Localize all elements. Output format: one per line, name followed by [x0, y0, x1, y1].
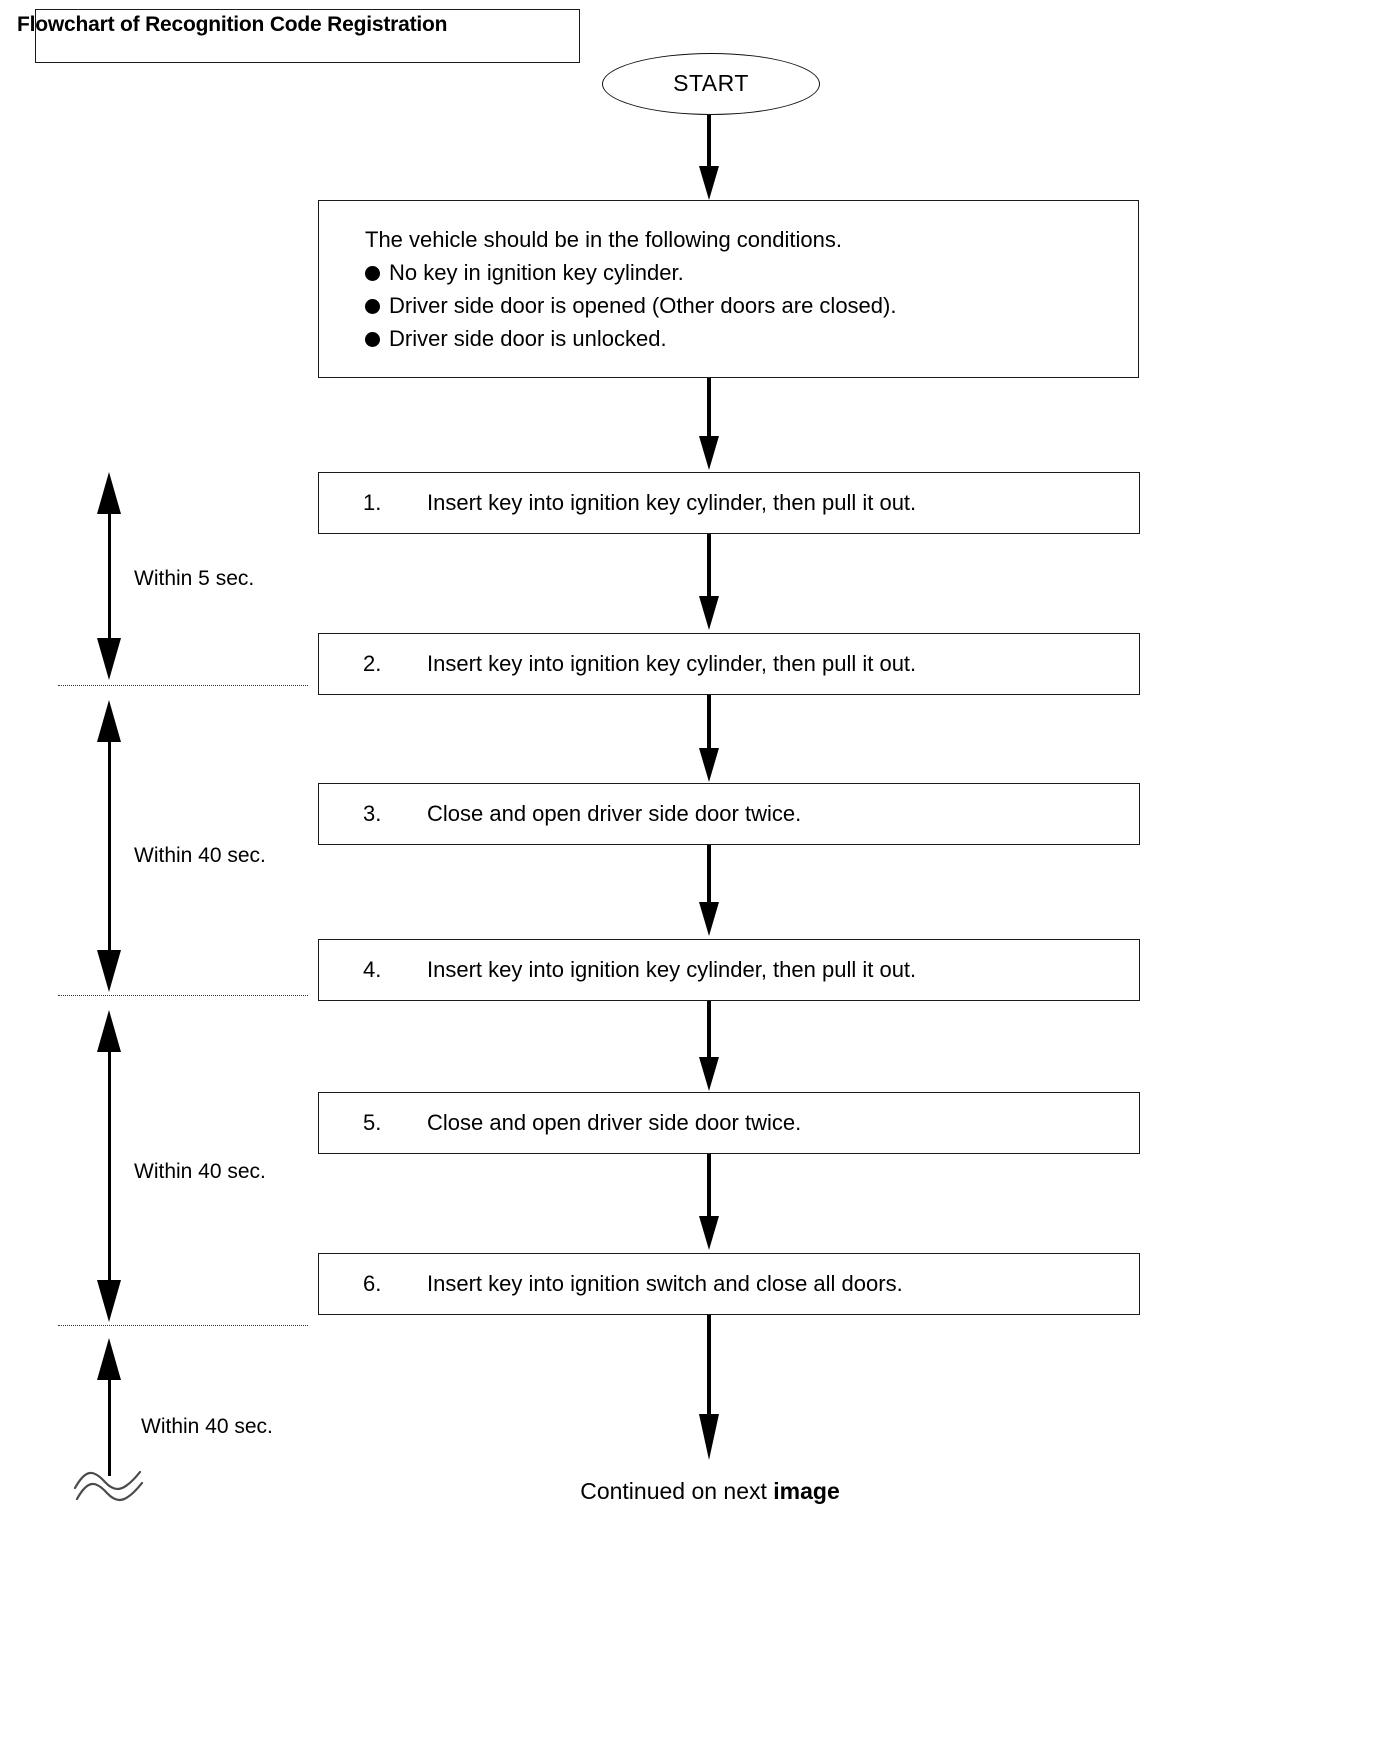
- timing-separator-2: [58, 995, 308, 996]
- timing-label-4: Within 40 sec.: [141, 1415, 273, 1438]
- step-4-text: Insert key into ignition key cylinder, t…: [427, 957, 917, 982]
- condition-item-3: Driver side door is unlocked.: [365, 322, 896, 355]
- condition-item-1: No key in ignition key cylinder.: [365, 256, 896, 289]
- step-box-2: 2. Insert key into ignition key cylinder…: [318, 633, 1140, 695]
- title-box: [35, 9, 580, 63]
- timing-arrow-up-2: [97, 700, 121, 742]
- start-terminator-label: START: [673, 70, 749, 96]
- timing-label-1: Within 5 sec.: [134, 567, 255, 590]
- bullet-dot-icon: [365, 266, 380, 281]
- timing-label-3: Within 40 sec.: [134, 1160, 266, 1183]
- condition-item-2: Driver side door is opened (Other doors …: [365, 289, 896, 322]
- conditions-heading: The vehicle should be in the following c…: [365, 227, 842, 252]
- bullet-dot-icon: [365, 332, 380, 347]
- timing-separator-3: [58, 1325, 308, 1326]
- timing-rail-segment-4: [108, 1376, 111, 1476]
- condition-item-2-label: Driver side door is opened (Other doors …: [389, 293, 897, 318]
- condition-item-1-label: No key in ignition key cylinder.: [389, 260, 684, 285]
- step-1-text: Insert key into ignition key cylinder, t…: [427, 490, 917, 515]
- timing-arrow-up-3: [97, 1010, 121, 1052]
- timing-arrow-up-1: [97, 472, 121, 514]
- continued-emphasis: image: [773, 1478, 840, 1504]
- timing-rail-segment-3: [108, 1048, 111, 1280]
- step-box-5: 5. Close and open driver side door twice…: [318, 1092, 1140, 1154]
- step-6-text: Insert key into ignition switch and clos…: [427, 1271, 903, 1296]
- break-squiggle-icon: [73, 1470, 144, 1502]
- timing-rail-segment-2: [108, 738, 111, 950]
- timing-arrow-down-1: [97, 638, 121, 680]
- step-6-number: 6.: [363, 1271, 382, 1296]
- start-terminator-shape: [602, 53, 820, 115]
- step-3-text: Close and open driver side door twice.: [427, 801, 802, 826]
- timing-rail-segment-1: [108, 510, 111, 638]
- bullet-dot-icon: [365, 299, 380, 314]
- step-5-number: 5.: [363, 1110, 382, 1135]
- step-1-number: 1.: [363, 490, 382, 515]
- timing-arrow-up-4: [97, 1338, 121, 1380]
- timing-arrow-down-3: [97, 1280, 121, 1322]
- step-5-text: Close and open driver side door twice.: [427, 1110, 802, 1135]
- timing-separator-1: [58, 685, 308, 686]
- timing-label-2: Within 40 sec.: [134, 844, 266, 867]
- step-box-6: 6. Insert key into ignition switch and c…: [318, 1253, 1140, 1315]
- step-2-number: 2.: [363, 651, 382, 676]
- step-3-number: 3.: [363, 801, 382, 826]
- condition-item-3-label: Driver side door is unlocked.: [389, 326, 667, 351]
- step-box-1: 1. Insert key into ignition key cylinder…: [318, 472, 1140, 534]
- conditions-box: The vehicle should be in the following c…: [318, 200, 1139, 378]
- continued-note: Continued on next image: [0, 1478, 1392, 1505]
- step-box-4: 4. Insert key into ignition key cylinder…: [318, 939, 1140, 1001]
- step-4-number: 4.: [363, 957, 382, 982]
- step-box-3: 3. Close and open driver side door twice…: [318, 783, 1140, 845]
- step-2-text: Insert key into ignition key cylinder, t…: [427, 651, 917, 676]
- page-title: Flowchart of Recognition Code Registrati…: [17, 13, 448, 36]
- timing-arrow-down-2: [97, 950, 121, 992]
- continued-prefix: Continued on next: [580, 1478, 774, 1504]
